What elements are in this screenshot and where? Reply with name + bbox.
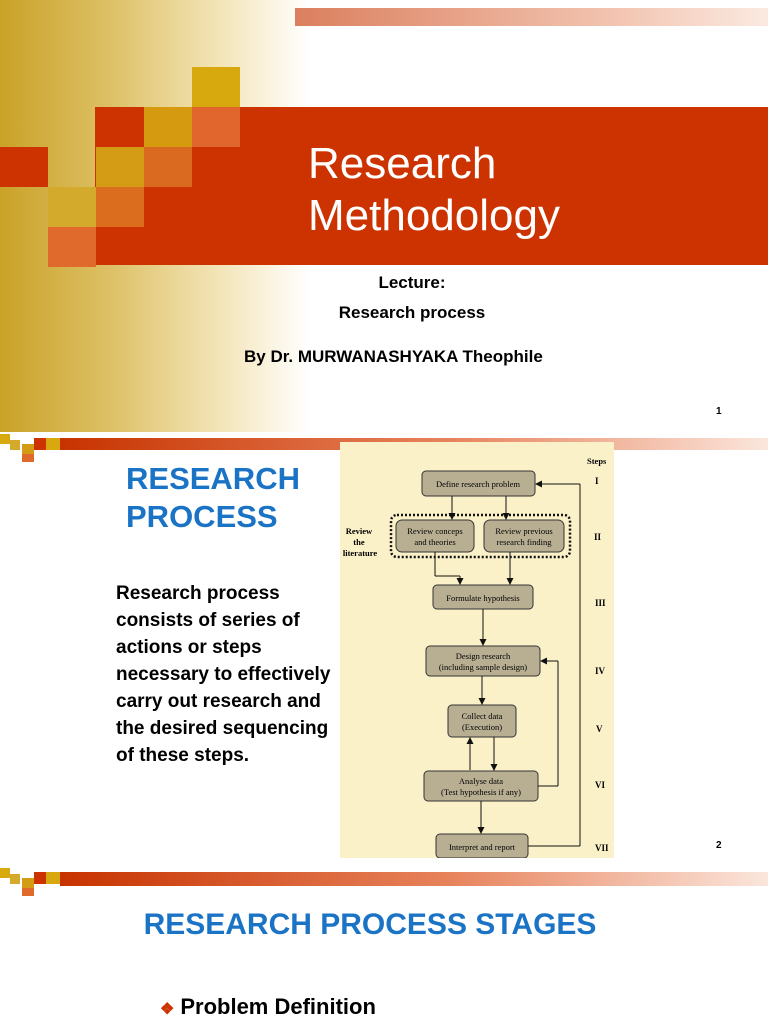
step-numerals: I II III IV V VI VII (594, 476, 609, 853)
box-interpret-report: Interpret and report (435, 833, 529, 859)
svg-text:II: II (594, 532, 602, 542)
box-define-problem: Define research problem (421, 470, 536, 497)
svg-text:Review conceps: Review conceps (407, 526, 462, 536)
flowchart-svg: Steps Review the literature Define resea… (343, 456, 609, 859)
svg-text:Interpret and report: Interpret and report (449, 842, 516, 852)
bullet-item: ❖ Problem Definition (160, 994, 376, 1020)
svg-text:and theories: and theories (414, 537, 455, 547)
svg-text:Review previous: Review previous (495, 526, 552, 536)
svg-text:V: V (596, 724, 603, 734)
slide-heading: RESEARCH PROCESS (126, 460, 300, 536)
lecture-info: Lecture: Research process (312, 268, 512, 328)
box-review-concepts: Review conceps and theories (395, 519, 475, 553)
slide-title: RESEARCH PROCESS STAGES (143, 908, 597, 941)
flowchart-arrows (434, 480, 581, 847)
svg-text:(Execution): (Execution) (462, 722, 502, 732)
heading-line-2: PROCESS (126, 499, 278, 534)
box-design-research: Design research (including sample design… (425, 645, 541, 677)
svg-text:IV: IV (595, 666, 606, 676)
box-review-previous: Review previous research finding (483, 519, 565, 553)
svg-text:VII: VII (595, 843, 609, 853)
author-line: By Dr. MURWANASHYAKA Theophile (244, 347, 543, 366)
top-accent-bar (295, 8, 768, 26)
svg-text:Define research problem: Define research problem (436, 479, 520, 489)
title-line-2: Methodology (308, 191, 560, 240)
steps-label: Steps (587, 456, 607, 466)
svg-text:I: I (595, 476, 599, 486)
box-collect-data: Collect data (Execution) (447, 704, 517, 738)
svg-text:Collect data: Collect data (462, 711, 503, 721)
title-line-1: Research (308, 139, 497, 188)
svg-text:VI: VI (595, 780, 605, 790)
header-accent-bar (60, 872, 768, 886)
svg-text:research finding: research finding (497, 537, 553, 547)
presentation-title: Research Methodology (308, 138, 560, 242)
lecture-topic: Research process (338, 303, 486, 322)
heading-line-1: RESEARCH (126, 461, 300, 496)
diamond-bullet-icon: ❖ (160, 1001, 175, 1018)
svg-text:Design research: Design research (456, 651, 511, 661)
svg-text:(including sample design): (including sample design) (439, 662, 527, 672)
research-process-flowchart: Steps Review the literature Define resea… (340, 442, 614, 859)
svg-text:Formulate hypothesis: Formulate hypothesis (446, 593, 519, 603)
bullet-text: Problem Definition (180, 994, 376, 1019)
page-number: 1 (716, 406, 722, 417)
box-analyse-data: Analyse data (Test hypothesis if any) (423, 770, 539, 802)
left-red-block (0, 147, 48, 187)
box-formulate-hypothesis: Formulate hypothesis (432, 584, 534, 610)
research-stages-slide: RESEARCH PROCESS STAGES ❖ Problem Definit… (0, 864, 768, 1024)
page-number: 2 (716, 840, 722, 851)
svg-text:(Test hypothesis if any): (Test hypothesis if any) (441, 787, 521, 797)
title-slide: Research Methodology Lecture: Research p… (0, 0, 768, 432)
body-text: Research process consists of series of a… (116, 583, 331, 766)
svg-text:III: III (595, 598, 606, 608)
review-literature-label: Review the literature (343, 526, 378, 558)
research-process-slide: RESEARCH PROCESS Research process consis… (0, 432, 768, 864)
svg-text:Analyse data: Analyse data (459, 776, 503, 786)
lecture-label: Lecture: (378, 273, 446, 292)
